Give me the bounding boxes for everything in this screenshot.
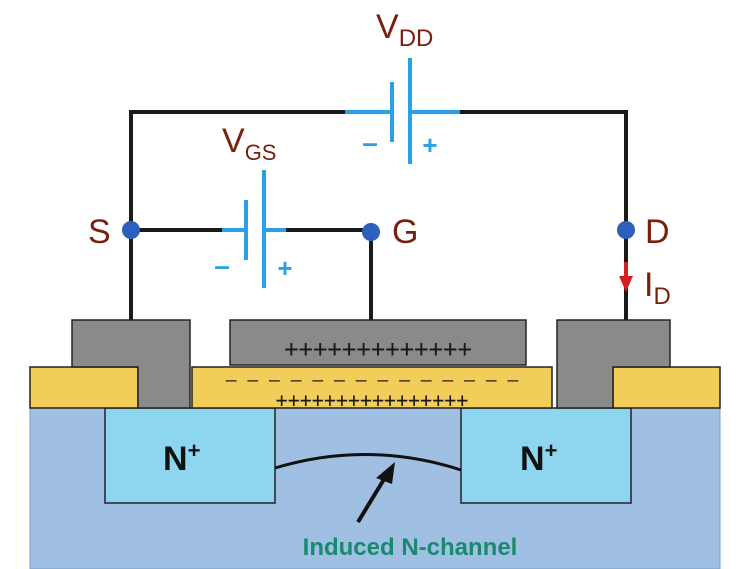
source-label: S <box>88 213 111 251</box>
drain-label: D <box>645 213 670 251</box>
oxide-positive-charges: ++++++++++++++++ <box>276 388 469 412</box>
source-drain-wire <box>129 110 348 320</box>
drain-contact <box>556 319 671 409</box>
channel-pointer-arrowhead <box>376 462 395 484</box>
vgs-plus-sign: + <box>277 253 292 283</box>
source-node <box>122 221 140 239</box>
vgs-label: VGS <box>222 122 276 165</box>
vgs-battery <box>222 170 286 288</box>
n-plus-region-right <box>460 407 632 504</box>
drain-node <box>617 221 635 239</box>
induced-channel-caption: Induced N-channel <box>303 534 518 561</box>
gate-label: G <box>392 213 418 251</box>
gate-positive-charges: +++++++++++++ <box>284 335 472 363</box>
oxide-negative-charges: – – – – – – – – – – – – – – <box>226 370 519 391</box>
n-plus-label-left: N+ <box>163 438 200 478</box>
drain-current-arrowhead <box>619 276 633 292</box>
n-plus-region-left <box>104 407 276 504</box>
channel-pointer-line <box>356 474 388 524</box>
gate-node <box>362 223 380 241</box>
vdd-minus-sign: – <box>362 127 378 158</box>
drain-current-label: ID <box>644 266 671 310</box>
vdd-label: VDD <box>376 8 433 52</box>
oxide-right <box>612 366 721 409</box>
induced-channel-curve <box>274 453 462 472</box>
vdd-positive-wire <box>410 110 628 320</box>
vgs-minus-sign: – <box>214 250 230 281</box>
oxide-left <box>29 366 139 409</box>
n-plus-label-right: N+ <box>520 438 557 478</box>
source-contact <box>71 319 191 409</box>
vgs-gate-wire <box>283 228 373 320</box>
gate-contact <box>229 319 527 366</box>
vdd-plus-sign: + <box>422 130 437 160</box>
vdd-battery <box>345 58 460 164</box>
oxide-center <box>191 366 553 409</box>
